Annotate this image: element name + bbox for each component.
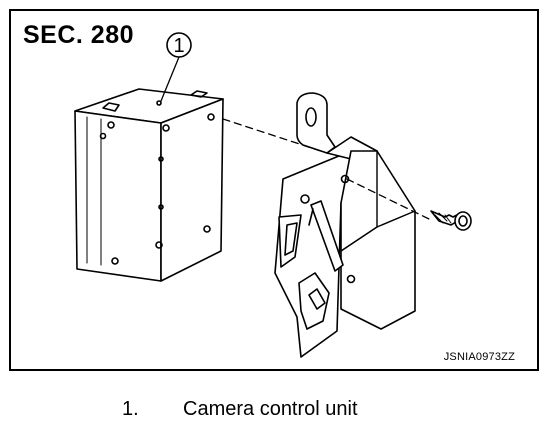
mounting-hole — [207, 113, 215, 121]
camera-control-unit — [74, 88, 224, 282]
legend-label: Camera control unit — [183, 398, 358, 420]
mounting-bracket — [274, 92, 416, 358]
diagram-frame: SEC. 280 — [9, 9, 539, 371]
legend: 1. Camera control unit — [0, 398, 560, 428]
callout-leader — [160, 56, 180, 102]
callout-number: 1 — [173, 35, 184, 57]
bolt-alignment-line — [346, 178, 430, 220]
figure-code: JSNIA0973ZZ — [443, 351, 515, 363]
bolt — [430, 210, 472, 231]
exploded-view-drawing: 1 — [74, 32, 472, 358]
legend-number: 1. — [122, 398, 139, 420]
section-label: SEC. 280 — [23, 21, 135, 49]
callout-1: 1 — [160, 32, 192, 102]
